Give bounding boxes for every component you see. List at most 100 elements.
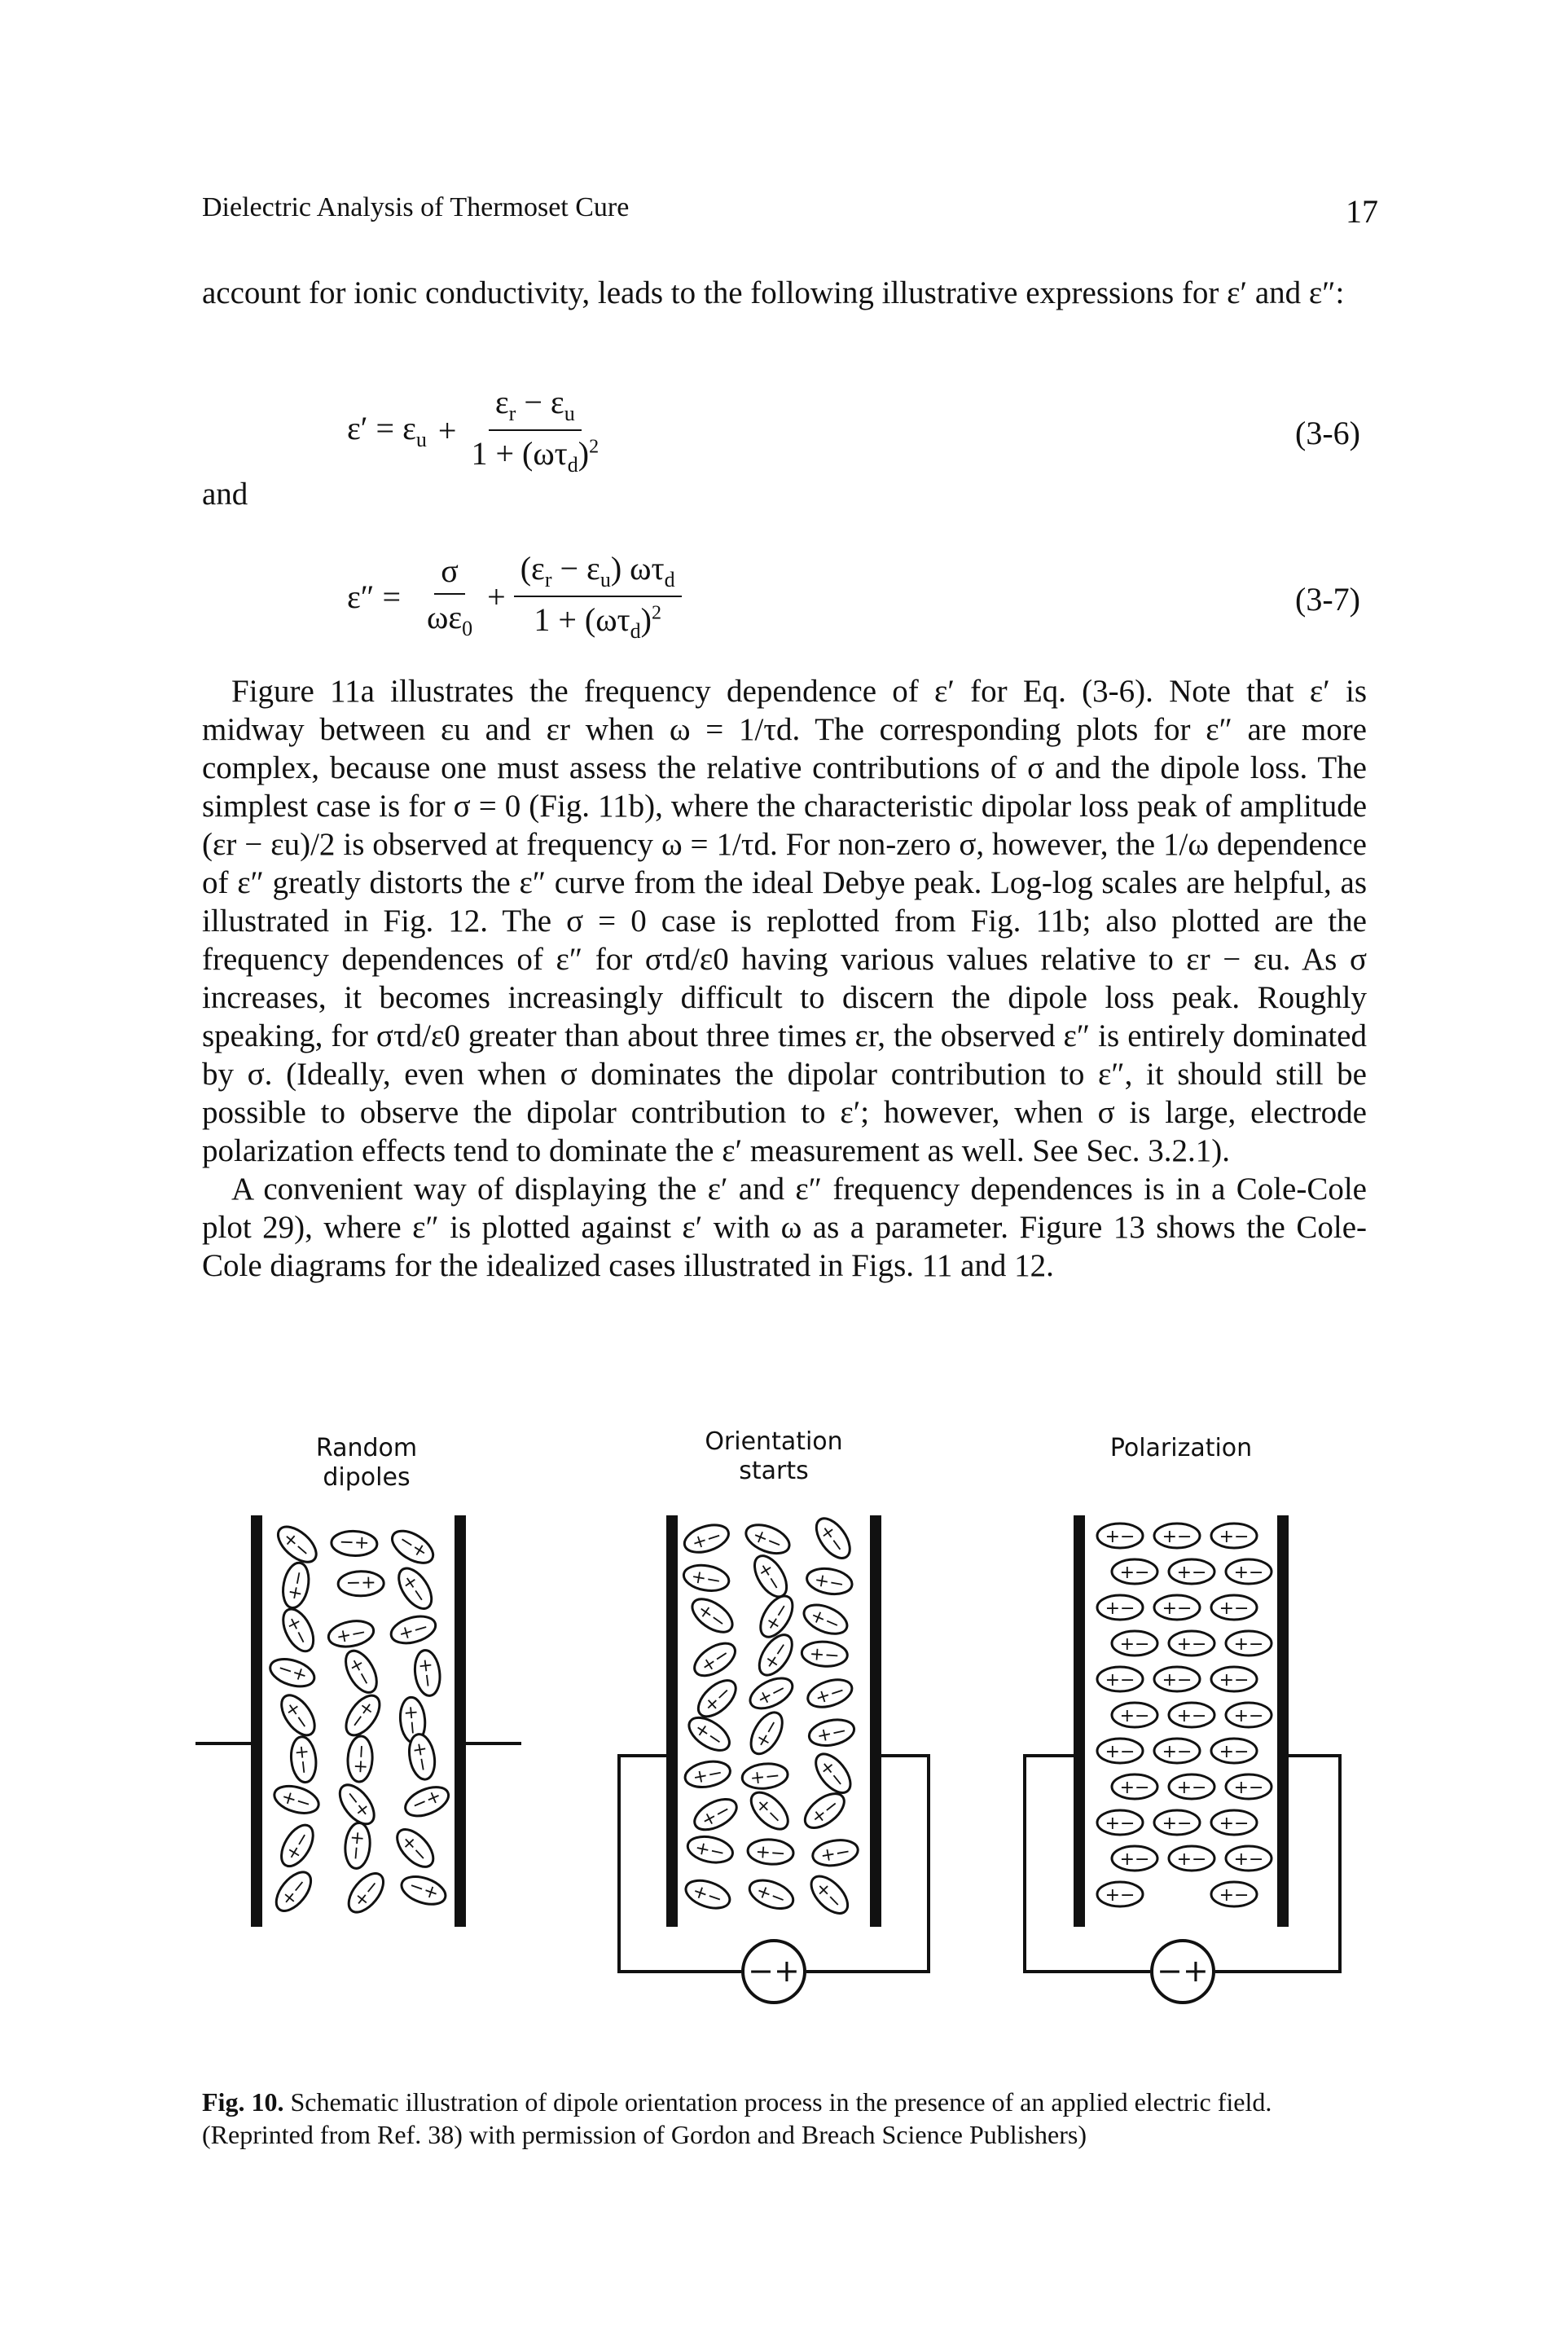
dipole-icon: +− [408, 1733, 437, 1781]
dipole-icon: +− [744, 1524, 791, 1555]
dipole-icon: +− [281, 1607, 315, 1653]
dipole-icon: +− [273, 1784, 320, 1815]
dipole-icon: +− [1224, 1629, 1273, 1657]
electrode-right-3 [1277, 1515, 1289, 1927]
dipole-icon: +− [683, 1524, 730, 1554]
wire-right-3 [1215, 1754, 1342, 1973]
dipole-icon: +− [806, 1678, 854, 1709]
wire-left-2 [617, 1754, 741, 1973]
svg-text:+−: +− [1234, 1706, 1264, 1726]
dipole-icon: +− [346, 1735, 374, 1783]
dipole-icon: +− [1153, 1665, 1201, 1693]
intro-text: account for ionic conductivity, leads to… [202, 275, 1345, 310]
dipole-icon: +− [1210, 1665, 1258, 1693]
equation-3-6: ε′ = εu + εr − εu 1 + (ωτd)2 (3-6) [202, 373, 1367, 487]
dipole-icon: +− [1096, 1594, 1144, 1621]
panel-random: +−+−+−+−+−+−+−+−+−+−+−+−+−+−+−+−+−+−+−+−… [195, 1515, 521, 1927]
panel-label-random: Random dipoles [315, 1434, 418, 1492]
svg-text:+−: +− [345, 1572, 376, 1593]
dipole-icon: +− [276, 1525, 318, 1563]
eq2-fraction-2: (εr − εu) ωτd 1 + (ωτd)2 [513, 549, 682, 644]
electrode-left-2 [666, 1515, 678, 1927]
page-number: 17 [1346, 193, 1378, 230]
eq1-denominator: 1 + (ωτd)2 [471, 435, 600, 477]
svg-text:+−: +− [345, 1830, 367, 1862]
dipoles-polarization: +−+−+−+−+−+−+−+−+−+−+−+−+−+−+−+−+−+−+−+−… [1096, 1522, 1273, 1908]
intro-paragraph: account for ionic conductivity, leads to… [202, 274, 1367, 312]
dipole-icon: +− [347, 1872, 384, 1914]
caption-tag: Fig. 10. [202, 2087, 284, 2117]
paragraph-1: Figure 11a illustrates the frequency dep… [202, 674, 1367, 1168]
svg-text:+−: +− [1162, 1742, 1192, 1762]
dipole-icon: +− [400, 1875, 447, 1906]
dipole-icon: +− [1153, 1522, 1201, 1550]
dipole-icon: +− [1167, 1558, 1216, 1585]
equation-number-3-7: (3-7) [1295, 581, 1360, 618]
dipole-icon: +− [275, 1871, 313, 1912]
svg-text:+−: +− [1120, 1849, 1150, 1870]
electrode-left-1 [251, 1515, 262, 1927]
voltage-source-3: −+ [1150, 1939, 1215, 2004]
dipole-icon: +− [749, 1711, 784, 1756]
dipole-icon: +− [1153, 1737, 1201, 1765]
svg-text:+−: +− [1105, 1814, 1135, 1834]
dipole-icon: +− [815, 1752, 852, 1794]
source-sign-3: −+ [1157, 1953, 1209, 1989]
paragraph-2: A convenient way of displaying the ε′ an… [202, 1172, 1367, 1283]
eq1-numerator: εr − εu [488, 383, 582, 431]
panel-polarization: −+ +−+−+−+−+−+−+−+−+−+−+−+−+−+−+−+−+−+−+… [1023, 1515, 1342, 2004]
dipole-icon: +− [748, 1879, 795, 1910]
dipole-icon: +− [758, 1633, 793, 1677]
dipole-icon: +− [1210, 1737, 1258, 1765]
panel-orientation: −+ +−+−+−+−+−+−+−+−+−+−+−+−+−+−+−+−+−+−+… [617, 1515, 930, 2004]
eq2-fraction-1: σ ωε0 [427, 552, 473, 640]
svg-text:+−: +− [1162, 1598, 1192, 1619]
svg-text:+−: +− [291, 1743, 314, 1775]
panel-label-polarization: Polarization [1109, 1434, 1253, 1462]
equation-3-6-expression: ε′ = εu + εr − εu 1 + (ωτd)2 [347, 373, 613, 487]
dipole-icon: +− [807, 1718, 856, 1747]
electrode-right-1 [455, 1515, 466, 1927]
dipole-icon: +− [1153, 1809, 1201, 1836]
svg-text:+−: +− [1177, 1563, 1207, 1583]
svg-text:+−: +− [1120, 1634, 1150, 1655]
dipole-icon: +− [806, 1567, 854, 1596]
svg-text:+−: +− [1234, 1563, 1264, 1583]
svg-text:+−: +− [1177, 1634, 1207, 1655]
svg-text:+−: +− [1234, 1778, 1264, 1798]
dipole-icon: +− [1096, 1737, 1144, 1765]
dipole-icon: +− [280, 1823, 314, 1868]
svg-text:+−: +− [1162, 1670, 1192, 1691]
dipole-icon: +− [1110, 1701, 1159, 1729]
dipole-icon: +− [1167, 1773, 1216, 1801]
dipole-icon: +− [344, 1649, 378, 1694]
eq1-plus: + [437, 411, 457, 449]
svg-text:+−: +− [1162, 1527, 1192, 1547]
eq1-fraction: εr − εu 1 + (ωτd)2 [464, 383, 605, 477]
svg-text:+−: +− [1105, 1670, 1135, 1691]
dipole-icon: +− [389, 1615, 437, 1645]
svg-text:+−: +− [1162, 1814, 1192, 1834]
running-title: Dielectric Analysis of Thermoset Cure [202, 192, 630, 222]
figure-10: Random dipoles Orientation starts Polari… [195, 1427, 1368, 2045]
svg-text:+−: +− [1177, 1706, 1207, 1726]
svg-text:+−: +− [1234, 1849, 1264, 1870]
dipole-icon: +− [693, 1642, 736, 1677]
dipole-icon: +− [686, 1835, 734, 1864]
dipole-icon: +− [1167, 1629, 1216, 1657]
dipoles-random: +−+−+−+−+−+−+−+−+−+−+−+−+−+−+−+−+−+−+−+−… [269, 1525, 450, 1914]
panel-label-orientation: Orientation starts [705, 1427, 843, 1485]
dipole-icon: +− [1224, 1773, 1273, 1801]
dipole-icon: +− [1110, 1845, 1159, 1872]
source-sign-2: −+ [748, 1953, 800, 1989]
svg-text:+−: +− [809, 1644, 841, 1667]
dipole-icon: +− [740, 1762, 789, 1790]
eq1-lhs-sub: u [415, 427, 427, 451]
dipole-icon: +− [683, 1760, 731, 1788]
dipole-icon: +− [1224, 1845, 1273, 1872]
svg-text:+−: +− [1120, 1706, 1150, 1726]
eq2-lhs: ε″ = [347, 578, 402, 615]
dipole-icon: +− [682, 1563, 731, 1592]
dipole-icon: +− [815, 1517, 851, 1559]
